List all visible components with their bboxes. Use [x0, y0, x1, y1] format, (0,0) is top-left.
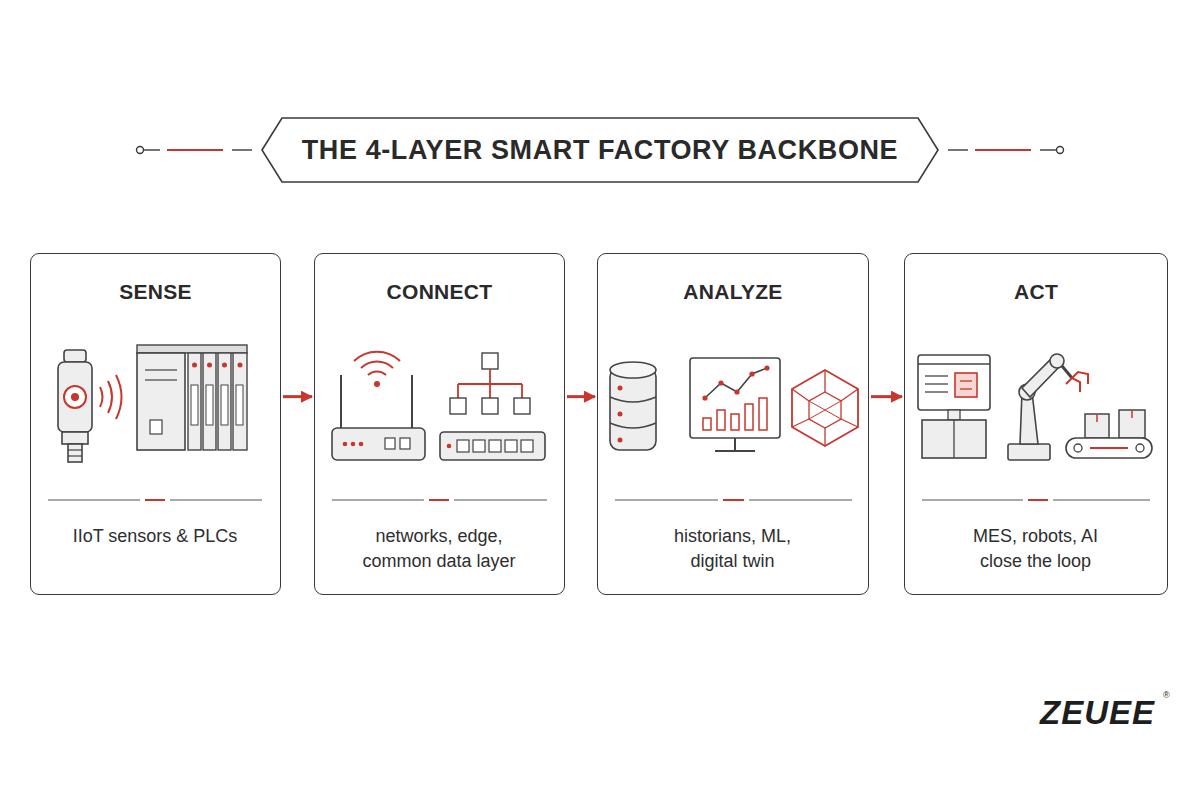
banner-accent — [167, 149, 223, 151]
banner-dot — [1057, 147, 1064, 154]
layer-description: MES, robots, AI close the loop — [966, 524, 1106, 574]
layer-heading: ACT — [905, 280, 1167, 304]
brand-logo: ZEUEE — [1040, 694, 1155, 732]
banner-line — [232, 149, 252, 150]
layer-description: IIoT sensors & PLCs — [39, 524, 271, 549]
banner-accent — [975, 149, 1031, 151]
layer-box: CONNECT networks, edge, common data layer — [314, 253, 565, 595]
banner-line — [1040, 149, 1056, 150]
layer-heading: CONNECT — [315, 280, 564, 304]
layer-description: historians, ML, digital twin — [658, 524, 808, 574]
diagram-title: THE 4-LAYER SMART FACTORY BACKBONE — [282, 118, 918, 182]
banner-dot — [137, 147, 144, 154]
layer-heading: ANALYZE — [598, 280, 868, 304]
layer-box: ACT MES, robots, AI close the loop — [904, 253, 1168, 595]
registered-mark: ® — [1163, 690, 1170, 700]
flow-arrow — [567, 395, 595, 398]
flow-arrow — [283, 395, 312, 398]
layer-box: ANALYZE historians, ML, digital twin — [597, 253, 869, 595]
layer-description: networks, edge, common data layer — [351, 524, 527, 574]
banner-line — [144, 149, 160, 150]
title-banner — [262, 118, 938, 182]
layer-box: SENSE IIoT sensors & PLCs — [30, 253, 281, 595]
banner-line — [948, 149, 968, 150]
flow-arrow — [871, 395, 902, 398]
layer-heading: SENSE — [31, 280, 280, 304]
